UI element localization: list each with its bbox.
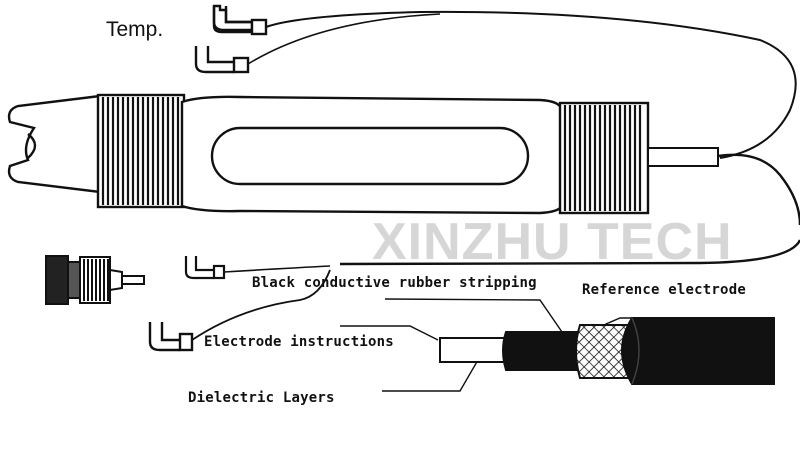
label-black-rubber: Black conductive rubber stripping bbox=[252, 275, 537, 291]
probe-window bbox=[210, 126, 530, 186]
main-cable bbox=[339, 153, 800, 266]
temp-wire-2 bbox=[247, 13, 441, 65]
label-reference-electrode: Reference electrode bbox=[582, 282, 746, 298]
temp-spade-connector-2 bbox=[194, 46, 250, 74]
probe-cable-stub bbox=[647, 147, 719, 167]
dielectric-core bbox=[439, 337, 507, 363]
probe-left-thread bbox=[96, 93, 186, 209]
lower-spade-wire bbox=[191, 269, 331, 341]
probe-right-thread bbox=[558, 101, 650, 215]
bnc-connector bbox=[45, 255, 145, 305]
outer-jacket bbox=[621, 317, 775, 385]
lower-spade-connector bbox=[148, 322, 194, 352]
label-electrode-instructions: Electrode instructions bbox=[204, 334, 394, 350]
bnc-spade-connector bbox=[184, 256, 226, 280]
temp-wire-1 bbox=[265, 10, 797, 159]
label-dielectric-layers: Dielectric Layers bbox=[188, 390, 335, 406]
probe-cap bbox=[7, 94, 102, 194]
watermark-text: XINZHU TECH bbox=[372, 213, 733, 271]
bnc-spade-wire bbox=[223, 265, 331, 273]
cable-cross-section bbox=[439, 317, 775, 385]
black-rubber-layer bbox=[502, 331, 581, 371]
temp-spade-connector-1 bbox=[212, 4, 268, 36]
label-temp: Temp. bbox=[106, 18, 164, 41]
